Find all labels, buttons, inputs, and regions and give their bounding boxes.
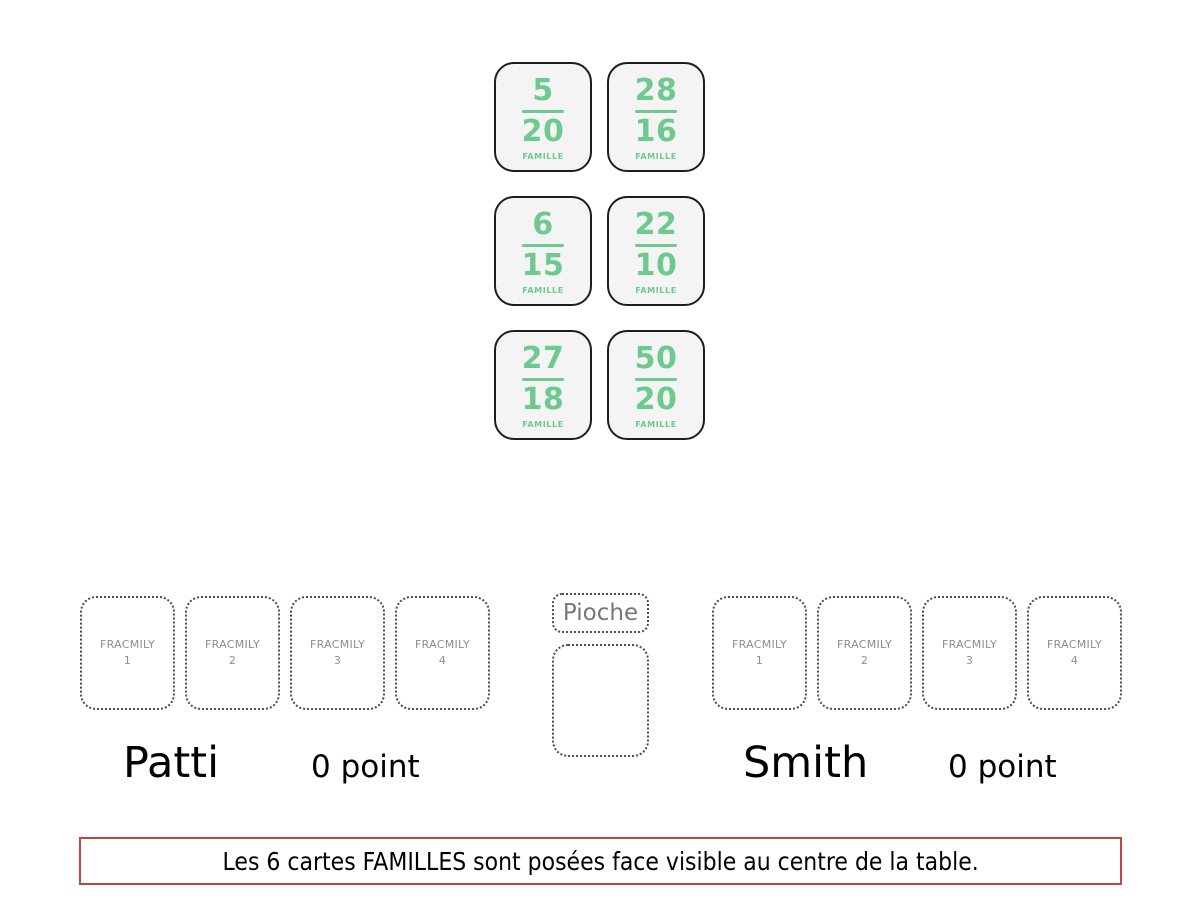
fraction: 27 18	[522, 343, 565, 415]
slot-game-label: FRACMILY	[204, 638, 261, 652]
fraction: 28 16	[635, 75, 678, 147]
slot-game-label: FRACMILY	[309, 638, 366, 652]
fraction: 5 20	[522, 75, 565, 147]
player1-name: Patti	[123, 738, 220, 788]
slot-game-label: FRACMILY	[941, 638, 998, 652]
player1-slot-fracmily-1[interactable]: FRACMILY 1	[80, 596, 175, 710]
fraction-numerator: 5	[532, 73, 554, 108]
slot-game-label: FRACMILY	[836, 638, 893, 652]
player2-slot-fracmily-2[interactable]: FRACMILY 2	[817, 596, 912, 710]
slot-number: 4	[1070, 654, 1079, 667]
fraction: 6 15	[522, 209, 565, 281]
fraction-numerator: 50	[634, 341, 678, 376]
fraction-numerator: 6	[532, 207, 554, 242]
fraction-numerator: 28	[634, 73, 678, 108]
player1-slot-fracmily-4[interactable]: FRACMILY 4	[395, 596, 490, 710]
draw-pile-label: Pioche	[552, 593, 649, 633]
fraction: 22 10	[635, 209, 678, 281]
family-card-5-20[interactable]: 5 20 FAMILLE	[494, 62, 592, 172]
family-card-label: FAMILLE	[635, 420, 677, 429]
fraction-bar	[522, 377, 564, 381]
player2-slot-fracmily-1[interactable]: FRACMILY 1	[712, 596, 807, 710]
player1-slot-row: FRACMILY 1 FRACMILY 2 FRACMILY 3 FRACMIL…	[80, 596, 490, 710]
slot-game-label: FRACMILY	[414, 638, 471, 652]
family-card-27-18[interactable]: 27 18 FAMILLE	[494, 330, 592, 440]
slot-number: 4	[438, 654, 447, 667]
fraction-bar	[635, 377, 677, 381]
family-card-label: FAMILLE	[635, 286, 677, 295]
fraction-bar	[522, 243, 564, 247]
player1-score: 0 point	[311, 749, 420, 785]
family-card-28-16[interactable]: 28 16 FAMILLE	[607, 62, 705, 172]
slot-game-label: FRACMILY	[1046, 638, 1103, 652]
slot-number: 2	[860, 654, 869, 667]
fraction-bar	[522, 109, 564, 113]
slot-game-label: FRACMILY	[731, 638, 788, 652]
family-card-label: FAMILLE	[522, 420, 564, 429]
slot-number: 1	[755, 654, 764, 667]
family-card-50-20[interactable]: 50 20 FAMILLE	[607, 330, 705, 440]
fraction-numerator: 22	[634, 207, 678, 242]
player1-slot-fracmily-3[interactable]: FRACMILY 3	[290, 596, 385, 710]
fraction: 50 20	[635, 343, 678, 415]
fraction-numerator: 27	[521, 341, 565, 376]
slot-number: 3	[965, 654, 974, 667]
fraction-denominator: 10	[634, 247, 678, 283]
player2-slot-fracmily-4[interactable]: FRACMILY 4	[1027, 596, 1122, 710]
fraction-bar	[635, 243, 677, 247]
fraction-denominator: 16	[634, 113, 678, 149]
family-card-label: FAMILLE	[635, 152, 677, 161]
family-cards-grid: 5 20 FAMILLE 28 16 FAMILLE 6 15 FAMILLE	[494, 62, 705, 440]
player2-slot-fracmily-3[interactable]: FRACMILY 3	[922, 596, 1017, 710]
family-card-label: FAMILLE	[522, 152, 564, 161]
draw-pile-card[interactable]	[552, 644, 649, 757]
slot-number: 2	[228, 654, 237, 667]
player2-slot-row: FRACMILY 1 FRACMILY 2 FRACMILY 3 FRACMIL…	[712, 596, 1122, 710]
draw-pile-label-text: Pioche	[562, 600, 639, 626]
fraction-bar	[635, 109, 677, 113]
fraction-denominator: 20	[521, 113, 565, 149]
instruction-banner: Les 6 cartes FAMILLES sont posées face v…	[79, 837, 1122, 885]
fraction-denominator: 18	[521, 381, 565, 417]
player2-name: Smith	[743, 738, 869, 788]
fraction-denominator: 15	[521, 247, 565, 283]
fraction-denominator: 20	[634, 381, 678, 417]
slot-number: 1	[123, 654, 132, 667]
slot-game-label: FRACMILY	[99, 638, 156, 652]
player2-score: 0 point	[948, 749, 1057, 785]
family-card-label: FAMILLE	[522, 286, 564, 295]
slot-number: 3	[333, 654, 342, 667]
instruction-text: Les 6 cartes FAMILLES sont posées face v…	[222, 846, 979, 876]
family-card-6-15[interactable]: 6 15 FAMILLE	[494, 196, 592, 306]
player1-slot-fracmily-2[interactable]: FRACMILY 2	[185, 596, 280, 710]
family-card-22-10[interactable]: 22 10 FAMILLE	[607, 196, 705, 306]
